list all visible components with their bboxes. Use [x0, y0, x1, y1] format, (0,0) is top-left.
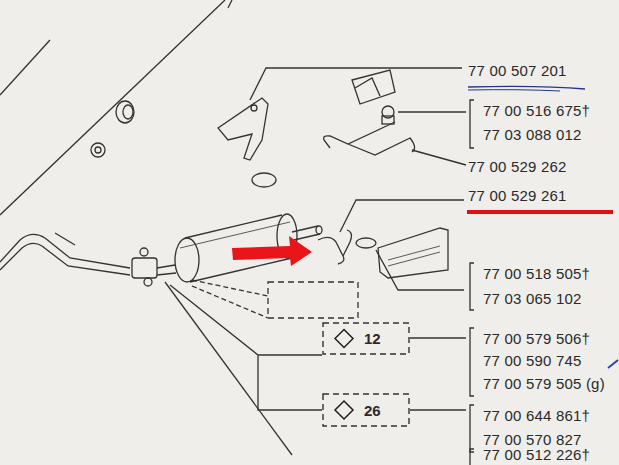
variant-box: 26 [322, 393, 410, 427]
part-number: 77 00 529 262 [468, 158, 567, 175]
variant-box: 12 [322, 322, 410, 355]
part-number: 77 00 507 201 [468, 62, 567, 79]
part-number: 77 00 518 505† [483, 265, 590, 282]
part-number: 77 00 579 506† [483, 330, 590, 347]
part-number: 77 00 570 827 [483, 431, 582, 448]
part-number: 77 00 512 226† [483, 446, 590, 463]
part-number: 77 03 088 012 [483, 126, 582, 143]
part-number: 77 00 579 505 (g) [483, 375, 605, 392]
part-number: 77 00 644 861† [483, 407, 590, 424]
part-number: 77 00 529 261 [468, 187, 567, 204]
variant-number: 26 [364, 402, 381, 419]
part-number: 77 00 590 745 [483, 352, 582, 369]
variant-number: 12 [364, 330, 381, 347]
part-number: 77 03 065 102 [483, 290, 582, 307]
part-number: 77 00 516 675† [483, 102, 590, 119]
